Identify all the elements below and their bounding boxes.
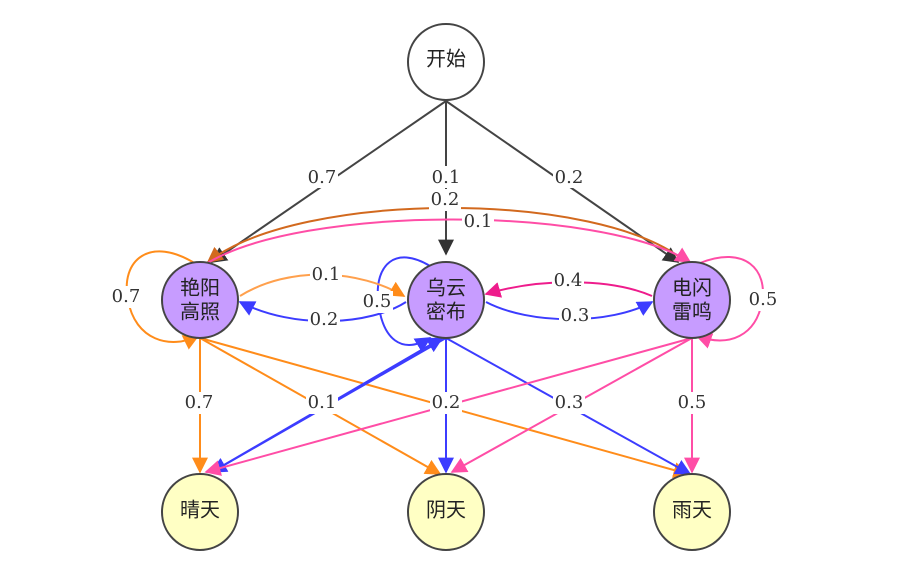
node-sunny-line2: 高照 bbox=[180, 300, 220, 324]
label-sunny-clear: 0.7 bbox=[185, 392, 214, 413]
label-sunny-storm-arc: 0.1 bbox=[464, 211, 493, 232]
label-storm-self: 0.5 bbox=[749, 289, 778, 310]
node-sunny-line1: 艳阳 bbox=[180, 276, 220, 300]
label-cloudy-rain: 0.3 bbox=[555, 392, 584, 413]
label-cloudy-self: 0.5 bbox=[363, 291, 392, 312]
node-sunny-state: 艳阳 高照 bbox=[161, 261, 239, 339]
edge-labels: 0.7 0.1 0.2 0.2 0.1 0.7 0.5 0.5 0.1 0.2 … bbox=[110, 166, 779, 414]
label-cloudy-sunny: 0.2 bbox=[310, 309, 339, 330]
node-cloudy-line1: 乌云 bbox=[426, 276, 466, 300]
node-cloudy-state: 乌云 密布 bbox=[407, 261, 485, 339]
node-rain: 雨天 bbox=[653, 473, 731, 551]
label-storm-rain: 0.5 bbox=[678, 392, 707, 413]
node-cloudy-line2: 密布 bbox=[426, 300, 466, 324]
label-sunny-self: 0.7 bbox=[112, 286, 141, 307]
label-cloudy-overcast: 0.2 bbox=[432, 392, 461, 413]
edge-sunny-storm-arc bbox=[205, 218, 692, 265]
label-sunny-overcast: 0.1 bbox=[308, 392, 337, 413]
label-cloudy-storm: 0.3 bbox=[561, 305, 590, 326]
node-storm-line2: 雷鸣 bbox=[672, 300, 712, 324]
label-sunny-cloudy: 0.1 bbox=[312, 264, 341, 285]
node-rain-label: 雨天 bbox=[672, 498, 712, 522]
node-clear-label: 晴天 bbox=[180, 498, 220, 522]
node-storm-line1: 电闪 bbox=[672, 276, 712, 300]
node-overcast: 阴天 bbox=[407, 473, 485, 551]
node-storm-state: 电闪 雷鸣 bbox=[653, 261, 731, 339]
node-start-label: 开始 bbox=[426, 47, 466, 71]
node-overcast-label: 阴天 bbox=[426, 498, 466, 522]
node-clear: 晴天 bbox=[161, 473, 239, 551]
label-start-cloudy: 0.1 bbox=[432, 167, 461, 188]
label-storm-sunny-arc: 0.2 bbox=[431, 189, 460, 210]
label-storm-cloudy: 0.4 bbox=[554, 270, 583, 291]
label-start-sunny: 0.7 bbox=[308, 167, 337, 188]
label-start-storm: 0.2 bbox=[555, 167, 584, 188]
node-start: 开始 bbox=[407, 23, 485, 101]
